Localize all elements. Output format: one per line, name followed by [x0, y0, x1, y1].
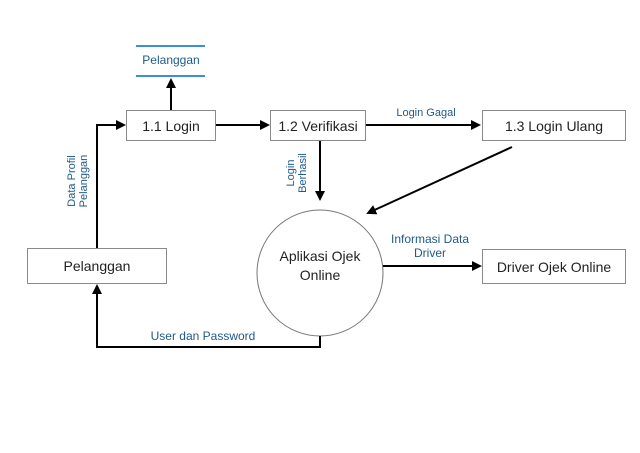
flow-label-login-berhasil: Login Berhasil: [285, 148, 311, 198]
arrow-loginulang-to-aplikasi: [366, 146, 513, 215]
flow-label-login-berhasil-line2: Berhasil: [297, 153, 309, 193]
data-store-pelanggan: Pelanggan: [142, 53, 200, 67]
flow-label-informasi-driver: Informasi Data Driver: [382, 232, 478, 260]
flow-label-data-profil: Data Profil Pelanggan: [66, 141, 92, 221]
process-login-label: 1.1 Login: [142, 117, 200, 134]
central-process-line2: Online: [299, 267, 341, 283]
arrow-aplikasi-to-pelanggan: [92, 284, 321, 348]
central-process-line1: Aplikasi Ojek: [279, 248, 361, 264]
flow-label-login-berhasil-line1: Login: [285, 159, 297, 187]
process-login[interactable]: 1.1 Login: [126, 110, 216, 141]
entity-driver[interactable]: Driver Ojek Online: [482, 249, 626, 284]
arrow-pelanggan-to-login: [96, 120, 126, 248]
process-verifikasi-label: 1.2 Verifikasi: [278, 117, 358, 134]
flow-label-user-password: User dan Password: [150, 329, 256, 343]
process-verifikasi[interactable]: 1.2 Verifikasi: [270, 110, 366, 141]
central-process-label: Aplikasi Ojek Online: [258, 247, 382, 285]
process-login-ulang[interactable]: 1.3 Login Ulang: [482, 110, 626, 141]
flow-label-login-gagal: Login Gagal: [396, 107, 456, 119]
flow-label-informasi-driver-line1: Informasi Data: [390, 232, 470, 246]
entity-driver-label: Driver Ojek Online: [496, 258, 612, 275]
entity-pelanggan-label: Pelanggan: [63, 258, 131, 274]
process-login-ulang-label: 1.3 Login Ulang: [504, 117, 604, 134]
entity-pelanggan[interactable]: Pelanggan: [27, 248, 167, 284]
flow-label-data-profil-line1: Data Profil: [66, 155, 78, 207]
flow-label-informasi-driver-line2: Driver: [414, 246, 446, 260]
flow-label-data-profil-line2: Pelanggan: [78, 154, 90, 208]
